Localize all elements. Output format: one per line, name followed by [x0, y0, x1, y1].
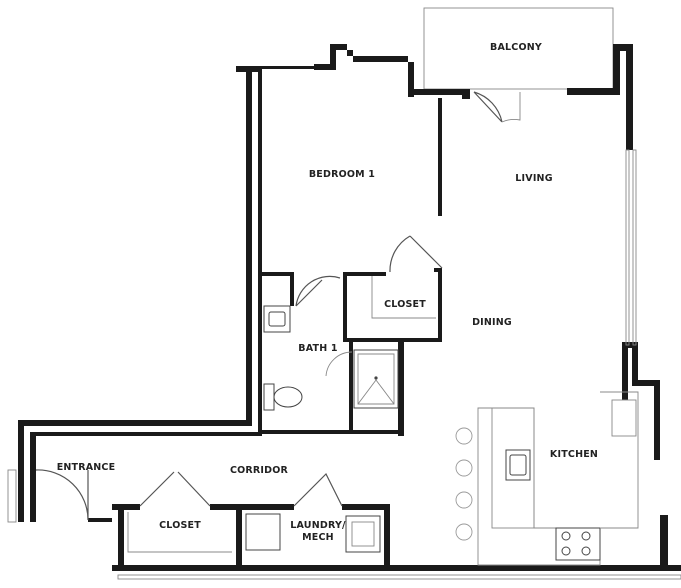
wall-segment: [343, 272, 386, 342]
label-kitchen: KITCHEN: [550, 449, 598, 460]
wall-segment: [88, 518, 112, 522]
closet-shelf: [371, 276, 436, 319]
burner-icon: [561, 531, 571, 541]
wall-segment: [262, 66, 314, 69]
wall-segment: [343, 338, 442, 342]
label-dining: DINING: [472, 317, 512, 328]
wall-segment: [246, 70, 252, 420]
closet-shelf: [127, 512, 232, 553]
label-corridor: CORRIDOR: [230, 465, 289, 476]
wall-segment: [314, 44, 414, 97]
shower-door: [325, 351, 353, 377]
label-laundry: LAUNDRY/: [290, 520, 346, 531]
shower-drain-icon: [374, 376, 378, 380]
toilet-tank-icon: [263, 383, 275, 411]
label-living: LIVING: [515, 173, 552, 184]
wall-segment: [112, 504, 140, 565]
shower-pan: [357, 353, 395, 405]
label-balcony: BALCONY: [490, 42, 542, 53]
cooktop-icon: [555, 527, 601, 561]
stool-icon: [455, 523, 473, 541]
stool-icon: [455, 427, 473, 445]
doors: [35, 91, 521, 521]
wall-segment: [7, 469, 17, 523]
wall-segment: [434, 268, 442, 342]
wall-segment: [236, 66, 262, 72]
wall-segment: [117, 574, 681, 580]
stool-icon: [455, 491, 473, 509]
wall-segment: [398, 342, 404, 436]
balcony-door: [473, 91, 503, 123]
sink-basin: [268, 311, 286, 327]
wall-segment: [660, 515, 668, 565]
burner-icon: [581, 531, 591, 541]
sink-basin: [509, 454, 527, 476]
wall-segment: [622, 342, 660, 460]
wall-segment: [414, 89, 470, 99]
interior-walls: [88, 98, 442, 565]
wall-segment: [567, 44, 633, 150]
room-labels: BALCONY BEDROOM 1 LIVING CLOSET DINING B…: [57, 42, 598, 543]
stool-icon: [455, 459, 473, 477]
closet-door: [139, 471, 211, 507]
burner-icon: [581, 546, 591, 556]
wall-segment: [262, 272, 294, 306]
entrance-door: [35, 469, 89, 521]
label-closet-hall: CLOSET: [159, 520, 201, 531]
washer-icon: [245, 513, 281, 551]
wall-segment: [210, 504, 294, 510]
kitchen-counter: [600, 391, 639, 529]
burner-icon: [561, 546, 571, 556]
dryer-door: [351, 521, 375, 547]
label-closet-bedroom: CLOSET: [384, 299, 426, 310]
label-entrance: ENTRANCE: [57, 462, 116, 473]
balcony-door: [501, 92, 521, 123]
wall-segment: [262, 430, 404, 434]
label-bath: BATH 1: [298, 343, 337, 354]
kitchen-fixtures: [455, 391, 639, 566]
toilet-icon: [273, 386, 303, 408]
label-bedroom: BEDROOM 1: [309, 169, 375, 180]
window-wall: [632, 149, 637, 346]
window-wall: [625, 149, 630, 346]
wall-segment: [258, 70, 262, 432]
bath-door: [295, 275, 341, 307]
wall-segment: [236, 510, 242, 565]
island-counter: [491, 407, 535, 529]
exterior-walls: [7, 44, 681, 580]
laundry-door: [293, 472, 343, 507]
wall-segment: [438, 98, 442, 216]
wall-segment: [342, 504, 384, 510]
bedroom-door: [389, 235, 443, 273]
dryer-icon: [345, 515, 381, 553]
refrigerator-icon: [611, 399, 637, 437]
wall-segment: [349, 342, 353, 432]
label-mech: MECH: [302, 532, 334, 543]
wall-segment: [112, 565, 681, 571]
wall-segment: [384, 504, 390, 565]
bath-fixtures: [263, 305, 399, 411]
